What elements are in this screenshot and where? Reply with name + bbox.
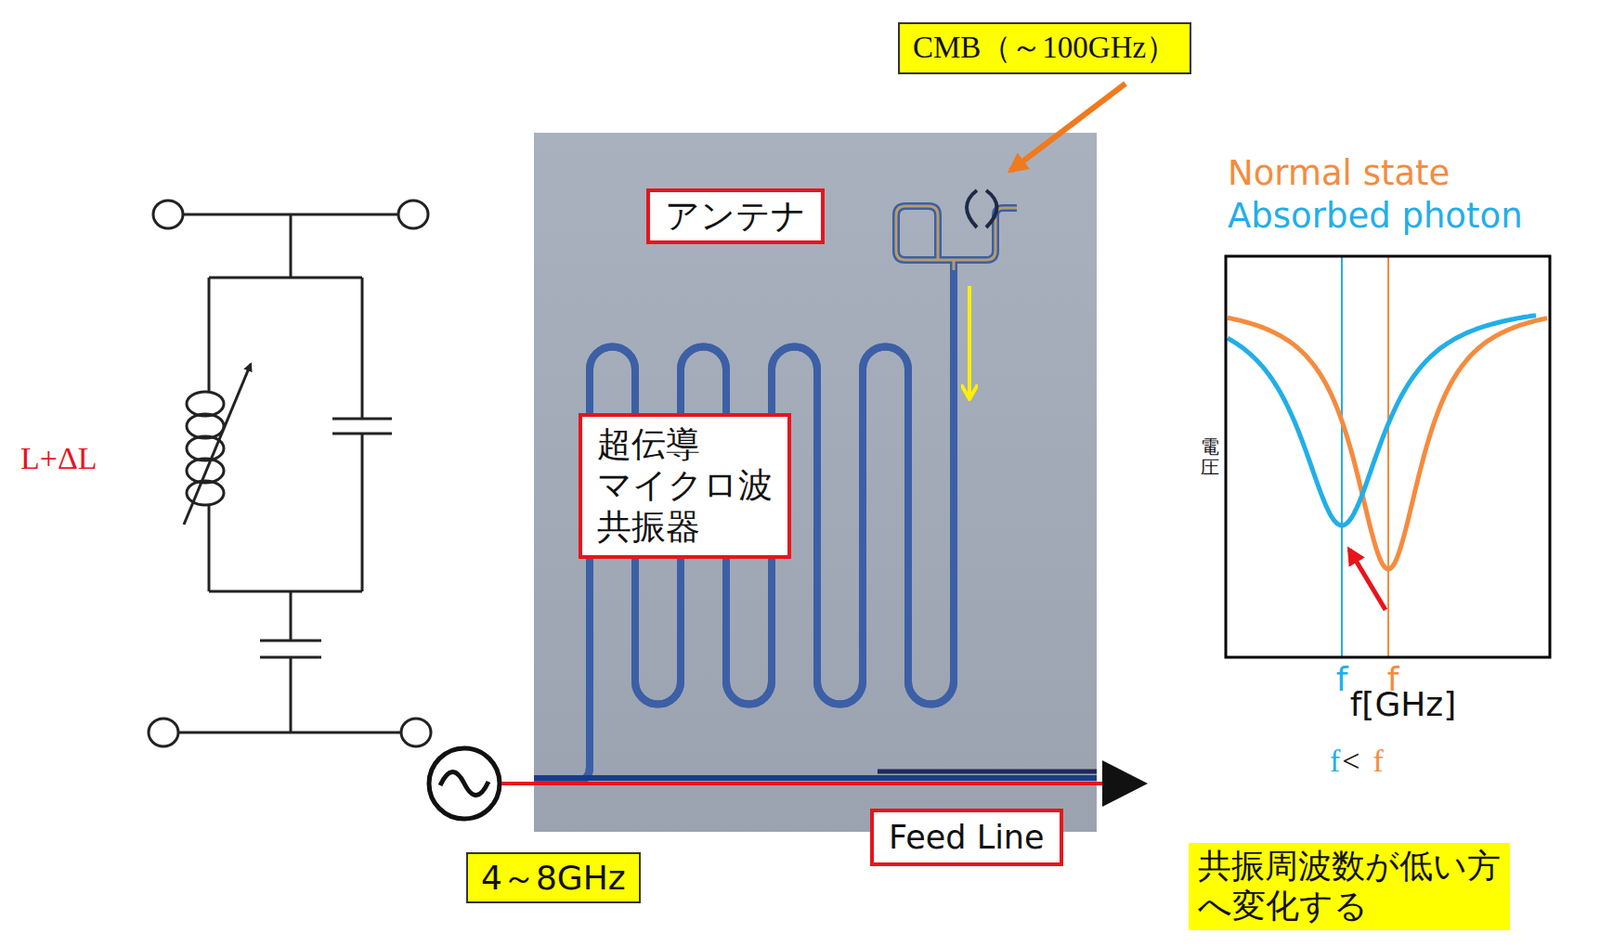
cmb-box: CMB（～100GHz） — [897, 22, 1192, 75]
node-text: Feed Line — [888, 818, 1045, 858]
node-text: 4～8GHz — [481, 858, 626, 898]
node-text: CMB（～100GHz） — [912, 29, 1177, 67]
resonance-plot — [1225, 256, 1550, 658]
axis-title: f[GHz] — [1350, 685, 1457, 724]
cmb-arrow — [1010, 83, 1126, 171]
axis-label: 電圧 — [1200, 436, 1220, 478]
comparison-label: < — [1341, 742, 1360, 780]
frequency-box: 4～8GHz — [466, 852, 641, 904]
antenna-box: アンテナ — [646, 188, 825, 245]
node-text: アンテナ — [664, 195, 807, 237]
antenna-shape — [896, 190, 1017, 271]
tick-label: f — [1336, 660, 1349, 699]
resonator-photo — [533, 132, 1097, 833]
node-text: 共振周波数が低い方 へ変化する — [1197, 846, 1501, 927]
comparison-label: f — [1373, 742, 1384, 780]
legend-entry: Absorbed photon — [1227, 196, 1523, 237]
node-text: 超伝導 マイクロ波 共振器 — [597, 424, 773, 548]
inductance-label: L+ΔL — [20, 440, 98, 477]
comparison-label: f — [1329, 742, 1340, 780]
inductor-symbol — [186, 391, 224, 506]
legend-entry: Normal state — [1227, 154, 1450, 195]
note-box: 共振周波数が低い方 へ変化する — [1188, 843, 1510, 931]
feed-line-box: Feed Line — [870, 808, 1064, 867]
lc-circuit — [148, 200, 431, 747]
resonator-box: 超伝導 マイクロ波 共振器 — [578, 413, 792, 560]
